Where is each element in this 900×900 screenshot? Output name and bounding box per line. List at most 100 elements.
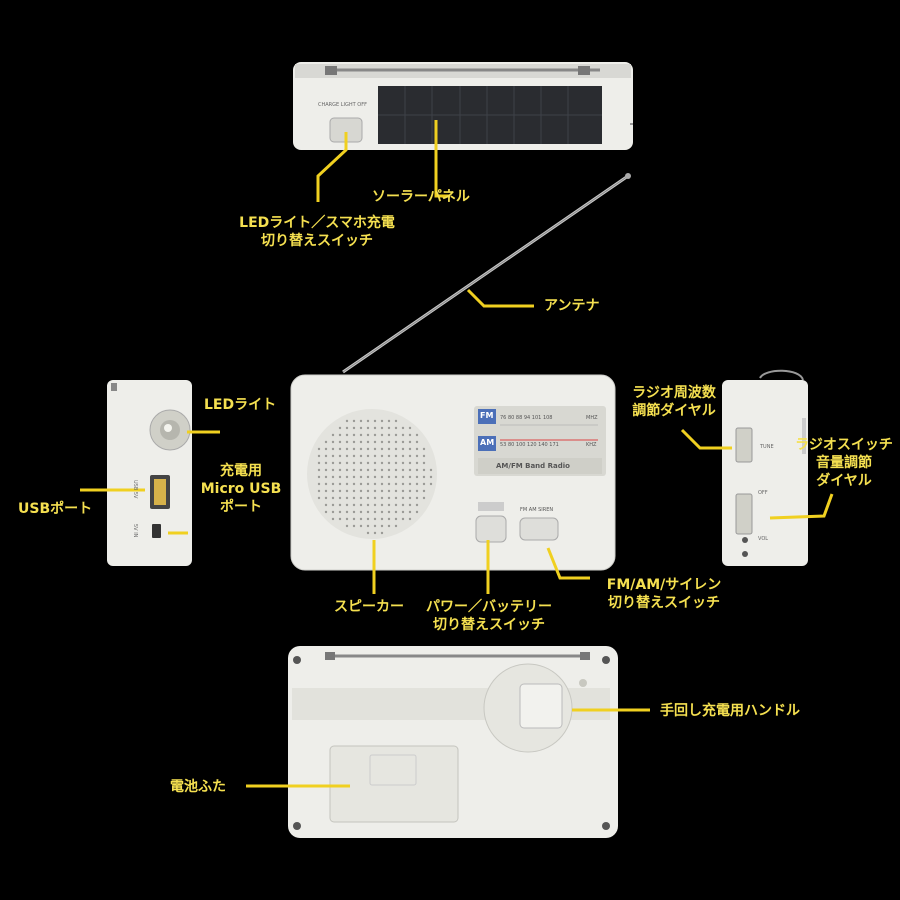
grille-hole xyxy=(401,482,405,486)
grille-hole xyxy=(373,482,377,486)
grille-hole xyxy=(380,531,384,535)
grille-hole xyxy=(394,475,398,479)
grille-hole xyxy=(394,433,398,437)
band-switch-print: FM AM SIREN xyxy=(520,507,554,513)
grille-hole xyxy=(338,517,342,521)
back-view xyxy=(288,646,618,838)
grille-hole xyxy=(415,496,419,500)
grille-hole xyxy=(387,468,391,472)
grille-hole xyxy=(366,482,370,486)
front-view xyxy=(290,374,616,571)
label-antenna: アンテナ xyxy=(544,298,600,314)
grille-hole xyxy=(352,440,356,444)
grille-hole xyxy=(387,489,391,493)
tuning-dial[interactable] xyxy=(735,427,753,463)
power-battery-switch[interactable] xyxy=(475,515,507,543)
grille-hole xyxy=(331,489,335,493)
antenna xyxy=(342,173,631,374)
grille-hole xyxy=(408,461,412,465)
grille-hole xyxy=(359,468,363,472)
grille-hole xyxy=(401,440,405,444)
grille-hole xyxy=(422,454,426,458)
label-battery-cover: 電池ふた xyxy=(170,779,226,795)
grille-hole xyxy=(373,426,377,430)
usb-side-print: USB 5V xyxy=(132,480,138,499)
label-line: LEDライト／スマホ充電 xyxy=(239,215,395,231)
grille-hole xyxy=(401,489,405,493)
grille-hole xyxy=(401,510,405,514)
grille-hole xyxy=(366,440,370,444)
grille-hole xyxy=(345,489,349,493)
grille-hole xyxy=(408,503,412,507)
grille-hole xyxy=(345,419,349,423)
grille-hole xyxy=(394,489,398,493)
top-switch-print: CHARGE LIGHT OFF xyxy=(318,102,367,108)
grille-hole xyxy=(415,482,419,486)
grille-hole xyxy=(331,510,335,514)
grille-hole xyxy=(408,482,412,486)
grille-hole xyxy=(317,454,321,458)
grille-hole xyxy=(408,433,412,437)
label-solar-panel: ソーラーパネル xyxy=(372,189,470,205)
grille-hole xyxy=(394,447,398,451)
grille-hole xyxy=(352,433,356,437)
grille-hole xyxy=(408,447,412,451)
grille-hole xyxy=(380,489,384,493)
grille-hole xyxy=(359,433,363,437)
grille-hole xyxy=(331,496,335,500)
grille-hole xyxy=(394,524,398,528)
grille-hole xyxy=(345,517,349,521)
grille-hole xyxy=(345,426,349,430)
grille-hole xyxy=(394,482,398,486)
grille-hole xyxy=(366,433,370,437)
grille-hole xyxy=(359,482,363,486)
grille-hole xyxy=(366,426,370,430)
grille-hole xyxy=(394,468,398,472)
grille-hole xyxy=(324,510,328,514)
grille-hole xyxy=(352,426,356,430)
grille-hole xyxy=(415,461,419,465)
grille-hole xyxy=(429,468,433,472)
grille-hole xyxy=(387,475,391,479)
grille-hole xyxy=(401,426,405,430)
grille-hole xyxy=(373,419,377,423)
battery-cover[interactable] xyxy=(329,745,459,823)
grille-hole xyxy=(345,461,349,465)
grille-hole xyxy=(422,461,426,465)
grille-hole xyxy=(359,447,363,451)
grille-hole xyxy=(422,447,426,451)
grille-hole xyxy=(331,517,335,521)
grille-hole xyxy=(324,440,328,444)
grille-hole xyxy=(366,489,370,493)
grille-hole xyxy=(338,496,342,500)
grille-hole xyxy=(324,482,328,486)
grille-hole xyxy=(338,440,342,444)
grille-hole xyxy=(338,503,342,507)
grille-hole xyxy=(380,496,384,500)
grille-hole xyxy=(345,524,349,528)
grille-hole xyxy=(408,489,412,493)
grille-hole xyxy=(401,475,405,479)
grille-hole xyxy=(359,517,363,521)
grille-hole xyxy=(429,482,433,486)
grille-hole xyxy=(373,517,377,521)
grille-hole xyxy=(394,496,398,500)
label-line: ダイヤル xyxy=(816,473,872,489)
grille-hole xyxy=(345,454,349,458)
grille-hole xyxy=(352,468,356,472)
volume-dial[interactable] xyxy=(735,493,753,535)
grille-hole xyxy=(359,496,363,500)
label-micro-usb: 充電用 Micro USB ポート xyxy=(192,462,290,516)
grille-hole xyxy=(338,482,342,486)
label-speaker: スピーカー xyxy=(334,599,404,615)
micro-usb-port[interactable] xyxy=(152,524,161,538)
grille-hole xyxy=(415,454,419,458)
grille-hole xyxy=(359,475,363,479)
grille-hole xyxy=(408,496,412,500)
grille-hole xyxy=(366,517,370,521)
band-switch[interactable] xyxy=(519,517,559,541)
grille-hole xyxy=(338,489,342,493)
grille-hole xyxy=(401,503,405,507)
grille-hole xyxy=(366,447,370,451)
label-tuning-dial: ラジオ周波数 調節ダイヤル xyxy=(618,384,730,420)
